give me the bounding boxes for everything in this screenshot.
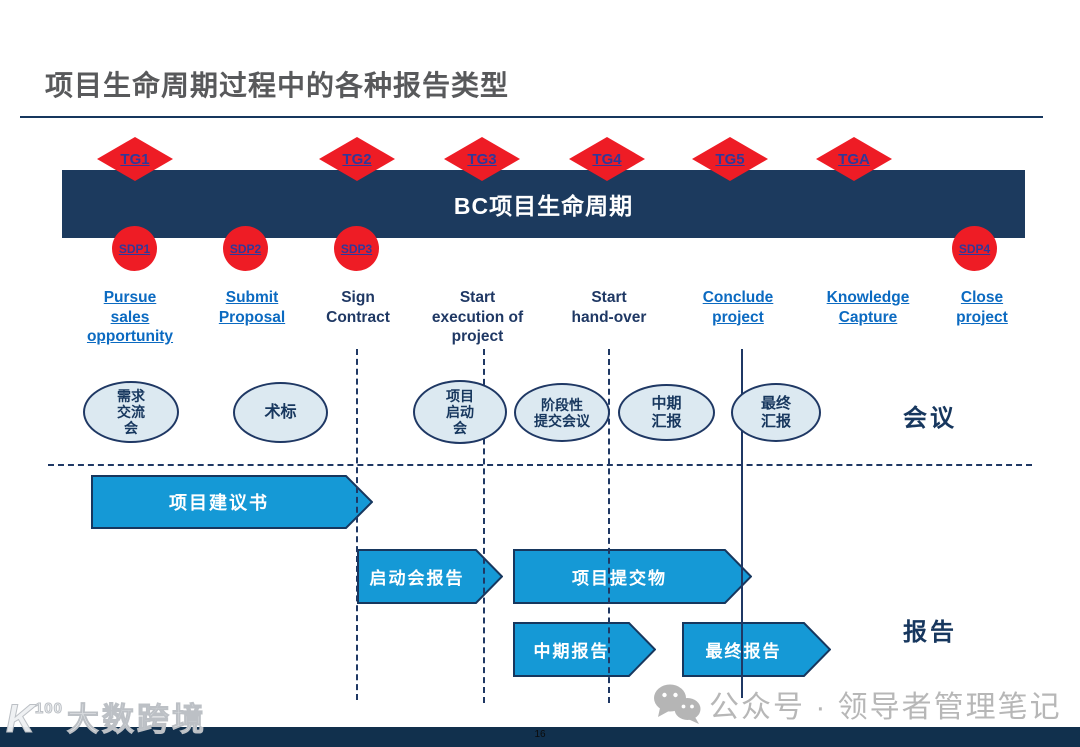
guide-line-solid-conclude-project bbox=[741, 349, 743, 698]
tollgate-label-tg2[interactable]: TG2 bbox=[342, 150, 372, 168]
sdp-label-1[interactable]: SDP1 bbox=[118, 241, 151, 256]
wechat-watermark: 公众号 · 领导者管理笔记 bbox=[653, 682, 1062, 726]
guide-line-dashed-start-execution bbox=[483, 349, 485, 703]
meeting-ellipse-stage-submission: 阶段性 提交会议 bbox=[514, 383, 610, 442]
milestone-knowledge-capture[interactable]: Knowledge Capture bbox=[826, 289, 910, 326]
sdp-label-4[interactable]: SDP4 bbox=[958, 241, 991, 256]
milestone-start-handover: Start hand-over bbox=[571, 289, 647, 326]
arrow-shape bbox=[513, 549, 752, 604]
sdp-label-3[interactable]: SDP3 bbox=[340, 241, 373, 256]
sdp-circle-1: SDP1 bbox=[112, 226, 157, 271]
reports-row-label: 报告 bbox=[903, 619, 957, 646]
report-arrow-project-proposal: 项目建议书 bbox=[91, 475, 373, 529]
footer-bar bbox=[0, 727, 1080, 747]
wechat-watermark-text: 公众号 · 领导者管理笔记 bbox=[709, 691, 1062, 724]
arrow-shape bbox=[91, 475, 373, 529]
brand-watermark-text: 大数跨境 bbox=[66, 701, 207, 738]
brand-logo-superscript: 100 bbox=[34, 700, 63, 717]
meeting-ellipse-bid: 术标 bbox=[233, 382, 328, 443]
wechat-icon bbox=[654, 684, 701, 724]
page-number: 16 bbox=[534, 729, 546, 740]
sdp-label-2[interactable]: SDP2 bbox=[229, 241, 262, 256]
lifecycle-banner-label: BC项目生命周期 bbox=[453, 193, 634, 219]
brand-logo-icon: K bbox=[6, 697, 36, 741]
report-arrow-project-deliverables: 项目提交物 bbox=[513, 549, 752, 604]
report-arrow-label: 项目建议书 bbox=[169, 493, 269, 513]
guide-line-dashed-sign-contract bbox=[356, 349, 358, 700]
report-arrow-label: 启动会报告 bbox=[369, 569, 465, 588]
arrow-shape bbox=[682, 622, 831, 677]
timeline-separator-dashed bbox=[48, 464, 1032, 466]
meeting-ellipse-kickoff: 项目 启动 会 bbox=[413, 380, 507, 444]
milestone-close-project[interactable]: Close project bbox=[956, 289, 1008, 326]
report-arrow-kickoff-report: 启动会报告 bbox=[357, 549, 503, 604]
page-title: 项目生命周期过程中的各种报告类型 bbox=[45, 70, 510, 101]
guide-line-dashed-start-handover bbox=[608, 349, 610, 703]
brand-watermark: K 100 大数跨境 bbox=[6, 697, 207, 741]
milestone-start-execution: Start execution of project bbox=[431, 289, 524, 345]
tollgate-label-tg4[interactable]: TG4 bbox=[592, 150, 622, 168]
meeting-ellipse-demand-exchange: 需求 交流 会 bbox=[83, 381, 179, 443]
milestone-sign-contract: Sign Contract bbox=[326, 289, 390, 326]
title-underline bbox=[20, 116, 1043, 118]
report-arrow-label: 中期报告 bbox=[533, 642, 610, 661]
report-arrow-midterm-report: 中期报告 bbox=[513, 622, 656, 677]
sdp-circle-2: SDP2 bbox=[223, 226, 268, 271]
tollgate-label-tg3[interactable]: TG3 bbox=[467, 150, 497, 168]
milestone-pursue-sales-opportunity[interactable]: Pursue sales opportunity bbox=[86, 289, 174, 345]
tollgate-label-tga[interactable]: TGA bbox=[838, 150, 870, 168]
report-arrow-final-report: 最终报告 bbox=[682, 622, 831, 677]
meeting-ellipse-midterm-review: 中期 汇报 bbox=[618, 384, 715, 441]
sdp-circle-4: SDP4 bbox=[952, 226, 997, 271]
arrow-shape bbox=[357, 549, 503, 604]
milestone-submit-proposal[interactable]: Submit Proposal bbox=[218, 289, 286, 326]
milestone-conclude-project[interactable]: Conclude project bbox=[702, 289, 774, 326]
meeting-ellipse-final-review: 最终 汇报 bbox=[731, 383, 821, 442]
report-arrow-label: 项目提交物 bbox=[572, 569, 667, 588]
sdp-circle-3: SDP3 bbox=[334, 226, 379, 271]
tollgate-label-tg1[interactable]: TG1 bbox=[120, 150, 150, 168]
tollgate-label-tg5[interactable]: TG5 bbox=[715, 150, 745, 168]
lifecycle-banner: BC项目生命周期 bbox=[62, 170, 1025, 238]
report-arrow-label: 最终报告 bbox=[705, 642, 782, 661]
meetings-row-label: 会议 bbox=[903, 405, 957, 432]
